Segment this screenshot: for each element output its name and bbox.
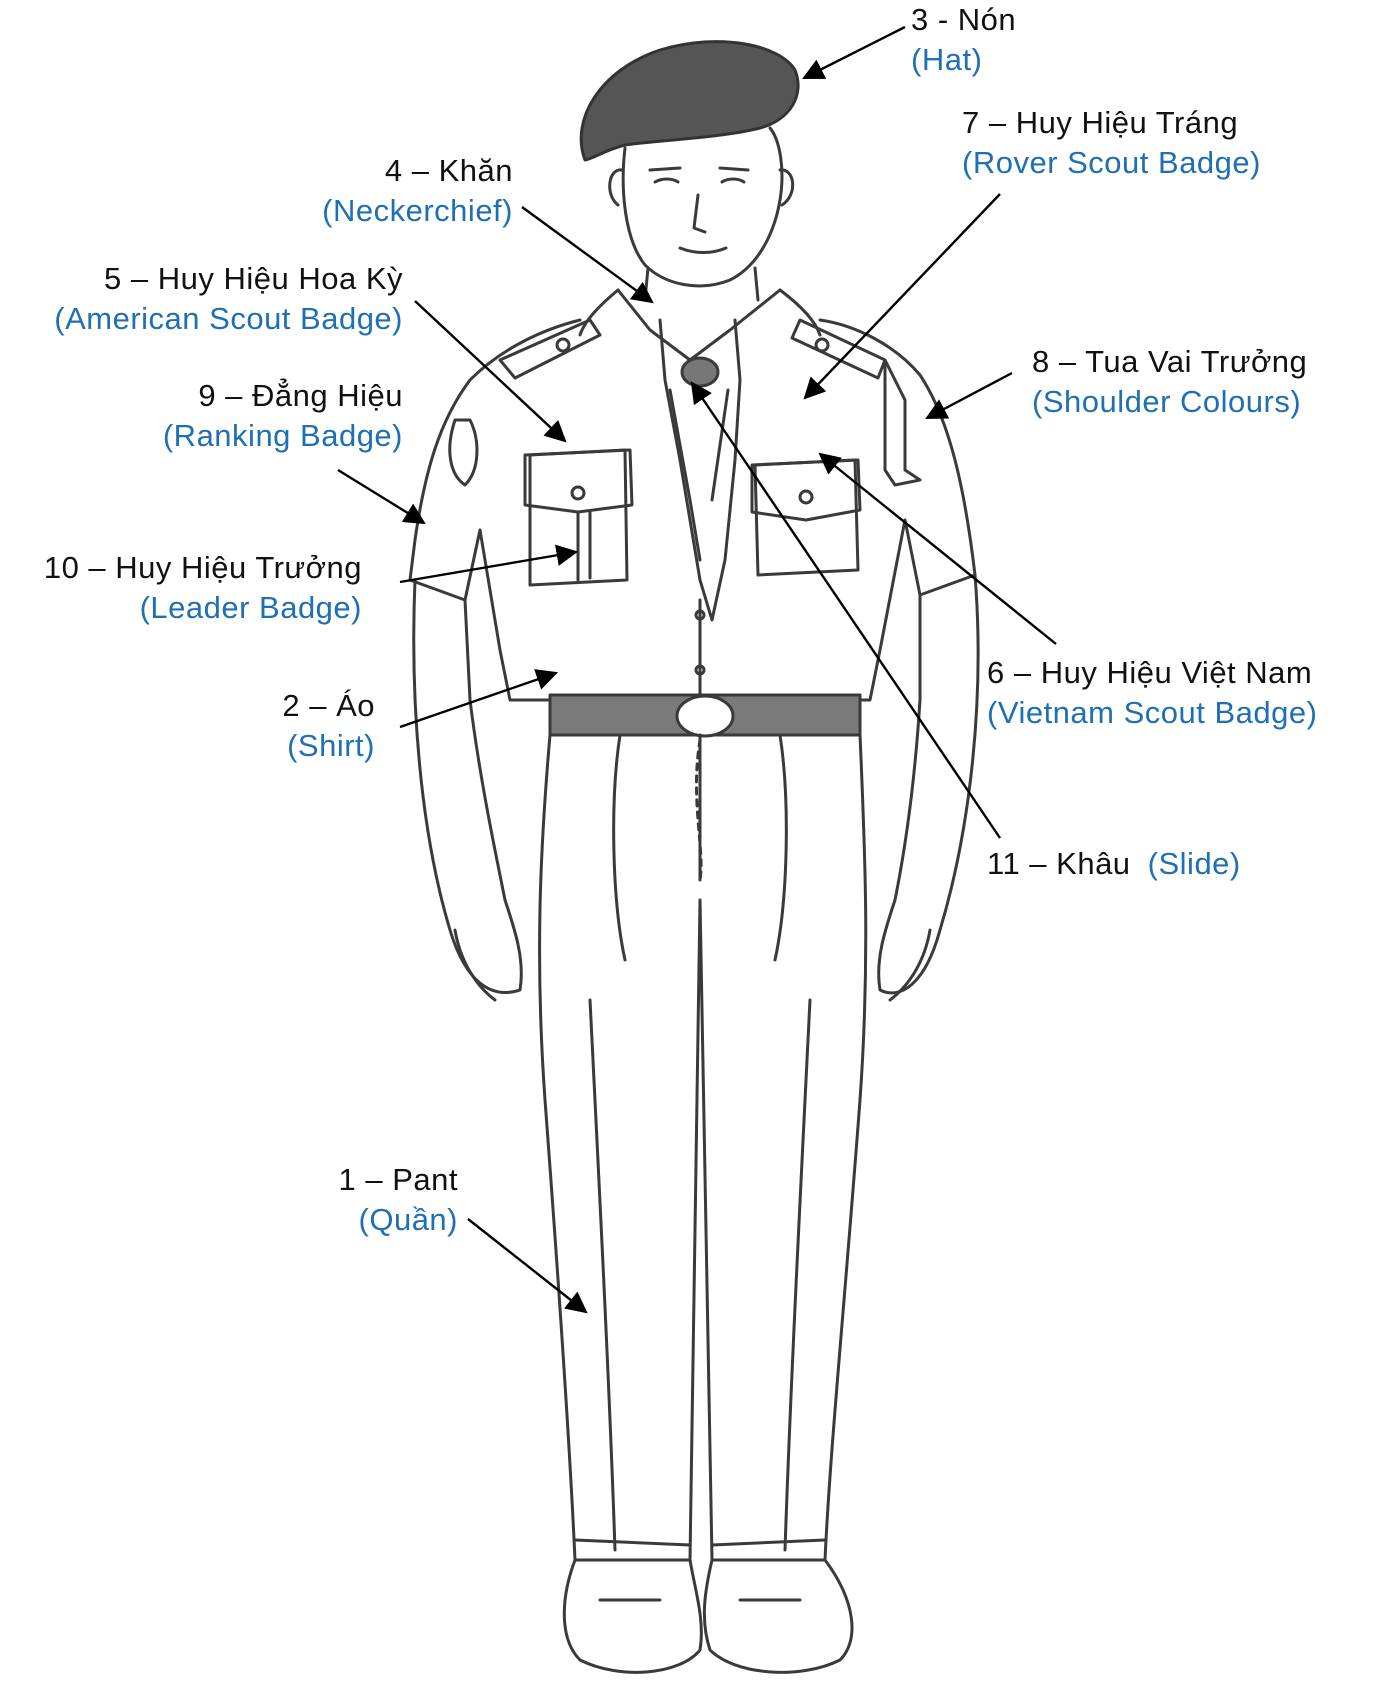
- arrow-pant: [467, 1218, 588, 1314]
- label-pant-en: (Quần): [358, 1202, 458, 1237]
- arrow-leader: [399, 544, 579, 584]
- label-hat-en: (Hat): [911, 42, 983, 77]
- right-pocket: [753, 458, 860, 577]
- label-leader-en: (Leader Badge): [139, 590, 362, 625]
- label-hat-vi: 3 - Nón: [911, 2, 1017, 37]
- label-shoulder-vi: 8 – Tua Vai Trưởng: [1032, 344, 1308, 379]
- label-shirt-en: (Shirt): [287, 728, 375, 763]
- label-slide-vi: 11 – Khâu: [987, 846, 1131, 881]
- label-vietnam: 6 – Huy Hiệu Việt Nam (Vietnam Scout Bad…: [987, 653, 1317, 733]
- neckerchief: [658, 318, 742, 622]
- label-leader-vi: 10 – Huy Hiệu Trưởng: [43, 550, 362, 585]
- arrow-american: [414, 300, 567, 443]
- arrow-ranking: [337, 468, 426, 525]
- head: [621, 126, 784, 288]
- label-rover-vi: 7 – Huy Hiệu Tráng: [962, 105, 1239, 140]
- label-ranking-en: (Ranking Badge): [162, 418, 403, 453]
- label-shoulder: 8 – Tua Vai Trưởng (Shoulder Colours): [1032, 342, 1307, 422]
- label-american: 5 – Huy Hiệu Hoa Kỳ (American Scout Badg…: [54, 259, 403, 339]
- arrow-vietnam: [818, 452, 1057, 645]
- left-shoe: [562, 1558, 703, 1674]
- trousers: [538, 733, 868, 1562]
- label-hat: 3 - Nón (Hat): [911, 0, 1016, 80]
- label-shirt-vi: 2 – Áo: [282, 688, 375, 723]
- label-pant: 1 – Pant (Quần): [339, 1160, 458, 1240]
- arrow-shoulder: [925, 371, 1013, 420]
- label-slide: 11 – Khâu (Slide): [987, 844, 1241, 884]
- arrow-shirt: [399, 669, 559, 729]
- label-american-vi: 5 – Huy Hiệu Hoa Kỳ: [104, 261, 403, 296]
- label-american-en: (American Scout Badge): [54, 301, 403, 336]
- arrow-hat: [802, 25, 906, 80]
- label-vietnam-vi: 6 – Huy Hiệu Việt Nam: [987, 655, 1313, 690]
- label-ranking-vi: 9 – Đẳng Hiệu: [198, 378, 403, 413]
- arrow-slide: [690, 381, 1001, 839]
- label-vietnam-en: (Vietnam Scout Badge): [987, 695, 1318, 730]
- label-shoulder-en: (Shoulder Colours): [1032, 384, 1302, 419]
- label-pant-vi: 1 – Pant: [338, 1162, 458, 1197]
- label-neckerchief-en: (Neckerchief): [322, 193, 513, 228]
- label-slide-en: (Slide): [1147, 846, 1241, 881]
- label-neckerchief: 4 – Khăn (Neckerchief): [322, 151, 513, 231]
- label-ranking: 9 – Đẳng Hiệu (Ranking Badge): [163, 376, 403, 456]
- arrow-rover: [803, 193, 1001, 400]
- label-shirt: 2 – Áo (Shirt): [282, 686, 375, 766]
- shirt-outline: [408, 318, 977, 702]
- arrow-neckerchief: [521, 206, 654, 304]
- label-neckerchief-vi: 4 – Khăn: [384, 153, 513, 188]
- right-shoe: [702, 1558, 854, 1674]
- collar: [616, 288, 782, 362]
- figure-sketch: [408, 40, 980, 1674]
- callout-arrows: [337, 25, 1057, 1314]
- label-leader: 10 – Huy Hiệu Trưởng (Leader Badge): [44, 548, 362, 628]
- label-rover: 7 – Huy Hiệu Tráng (Rover Scout Badge): [962, 103, 1261, 183]
- beret: [579, 40, 800, 162]
- label-rover-en: (Rover Scout Badge): [962, 145, 1261, 180]
